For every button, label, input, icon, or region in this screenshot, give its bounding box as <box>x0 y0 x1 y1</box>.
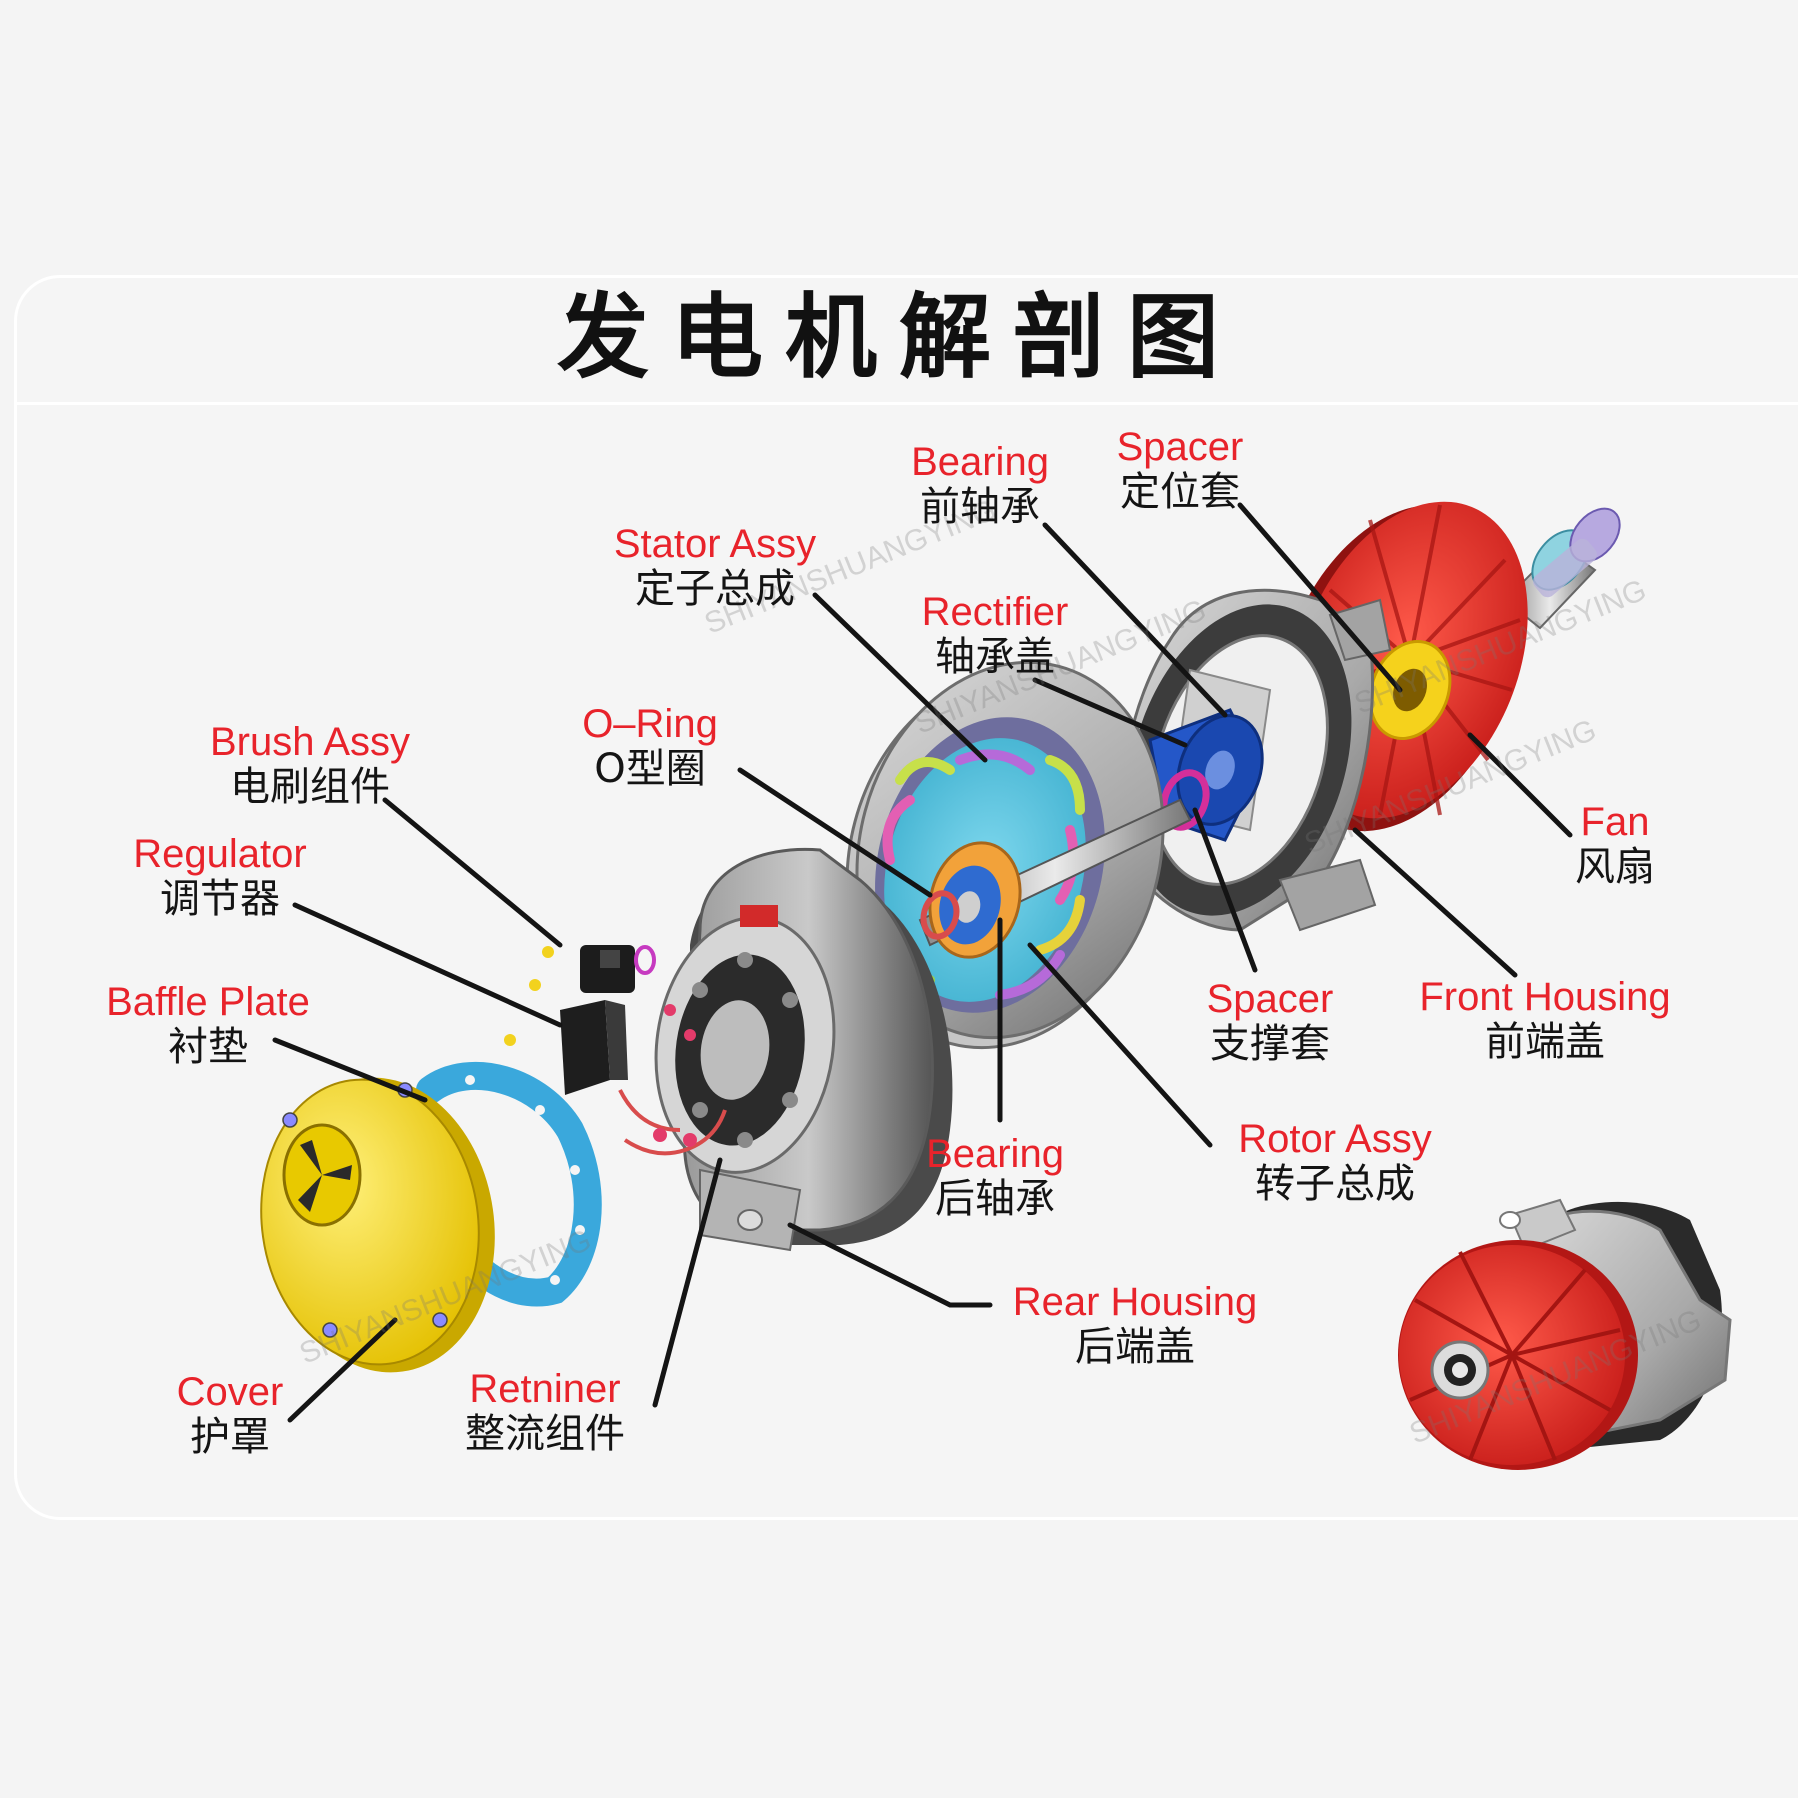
label-zh: 调节器 <box>160 875 280 922</box>
label-zh: 电刷组件 <box>230 763 390 810</box>
leader-rear-housing <box>787 1222 993 1308</box>
label-zh: 后轴承 <box>935 1175 1055 1222</box>
label-spacer-support: Spacer 支撑套 <box>1190 977 1350 1067</box>
label-rear-housing: Rear Housing 后端盖 <box>1005 1280 1265 1370</box>
label-regulator: Regulator 调节器 <box>110 832 330 922</box>
label-en: Rear Housing <box>1012 1280 1258 1324</box>
label-en: Front Housing <box>1419 975 1671 1019</box>
label-en: Regulator <box>133 832 307 876</box>
page-title: 发电机解剖图 <box>556 284 1241 391</box>
label-zh: 支撑套 <box>1210 1020 1330 1067</box>
title-divider <box>16 402 1798 405</box>
label-zh: 转子总成 <box>1255 1160 1415 1207</box>
label-fan: Fan 风扇 <box>1560 800 1670 890</box>
o-ring-rear <box>920 890 960 940</box>
leader-retniner <box>652 1157 723 1408</box>
leader-spacer-front <box>1237 502 1403 693</box>
leader-stator <box>812 592 988 763</box>
label-en: Spacer <box>1206 977 1334 1021</box>
label-zh: 前端盖 <box>1485 1018 1605 1065</box>
leader-brush <box>382 797 563 948</box>
label-front-housing: Front Housing 前端盖 <box>1410 975 1680 1065</box>
leader-o-ring <box>737 767 933 898</box>
brush-assembly <box>529 945 656 993</box>
label-rectifier: Rectifier 轴承盖 <box>895 590 1095 680</box>
label-bearing-rear: Bearing 后轴承 <box>910 1132 1080 1222</box>
leader-front-housing <box>1352 827 1518 978</box>
cover <box>260 1077 495 1373</box>
leader-bearing-front <box>1042 522 1228 718</box>
label-zh: 定位套 <box>1120 468 1240 515</box>
retniner <box>623 1004 727 1156</box>
label-bearing-front: Bearing 前轴承 <box>895 440 1065 530</box>
leader-regulator <box>292 902 563 1028</box>
label-rotor-assy: Rotor Assy 转子总成 <box>1220 1117 1450 1207</box>
label-brush-assy: Brush Assy 电刷组件 <box>190 720 430 810</box>
leader-cover <box>287 1317 398 1423</box>
label-o-ring: O–Ring O型圈 <box>560 702 740 792</box>
label-stator-assy: Stator Assy 定子总成 <box>595 522 835 612</box>
label-zh: 前轴承 <box>920 483 1040 530</box>
label-cover: Cover 护罩 <box>160 1370 300 1460</box>
label-en: Bearing <box>926 1132 1064 1176</box>
assembled-alternator <box>1398 1198 1732 1470</box>
label-en: Rectifier <box>921 590 1069 634</box>
label-zh: 定子总成 <box>635 565 795 612</box>
label-zh: 轴承盖 <box>935 633 1055 680</box>
label-zh: 整流组件 <box>465 1410 625 1457</box>
label-zh: O型圈 <box>594 745 706 792</box>
label-en: Spacer <box>1116 425 1244 469</box>
label-en: Baffle Plate <box>106 980 310 1024</box>
label-retniner: Retniner 整流组件 <box>440 1367 650 1457</box>
label-zh: 护罩 <box>190 1413 270 1460</box>
label-zh: 后端盖 <box>1075 1323 1195 1370</box>
leader-rotor <box>1027 942 1213 1148</box>
leader-baffle <box>272 1037 428 1103</box>
label-en: Rotor Assy <box>1238 1117 1432 1161</box>
leader-spacer-support <box>1192 807 1258 973</box>
rear-housing <box>654 847 953 1252</box>
label-en: Retniner <box>469 1367 621 1411</box>
label-en: O–Ring <box>582 702 718 746</box>
label-baffle-plate: Baffle Plate 衬垫 <box>88 980 328 1070</box>
rotor-shaft <box>1503 507 1621 630</box>
regulator <box>504 1000 681 1132</box>
label-zh: 衬垫 <box>168 1023 248 1070</box>
label-en: Fan <box>1580 800 1650 844</box>
label-spacer-front: Spacer 定位套 <box>1100 425 1260 515</box>
leader-rectifier <box>1032 677 1188 748</box>
label-zh: 风扇 <box>1575 843 1655 890</box>
label-en: Cover <box>176 1370 284 1414</box>
leader-lines <box>272 502 1573 1423</box>
label-en: Brush Assy <box>209 720 411 764</box>
label-en: Bearing <box>911 440 1049 484</box>
leader-fan <box>1467 732 1573 838</box>
label-en: Stator Assy <box>613 522 817 566</box>
